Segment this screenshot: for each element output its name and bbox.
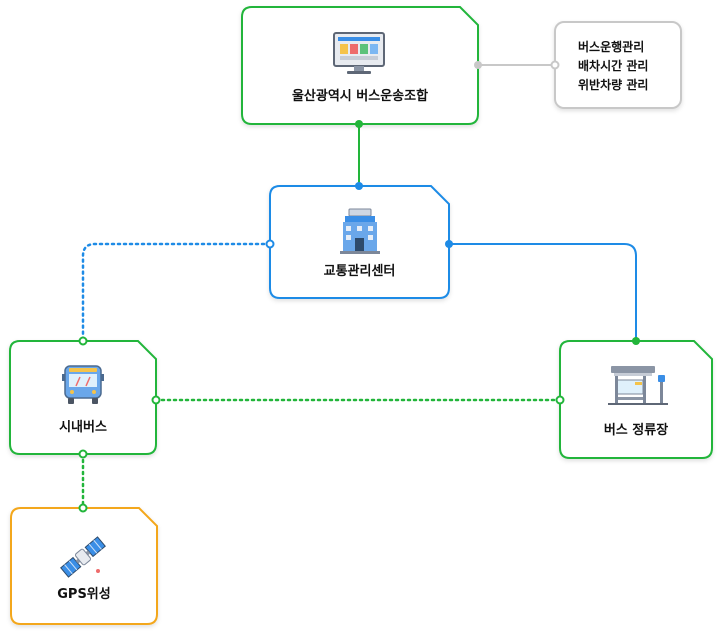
city-bus-label: 시내버스 xyxy=(59,420,107,435)
dot-city-bus-right xyxy=(151,395,161,405)
gps-label: GPS위성 xyxy=(57,587,111,602)
dot-note-left xyxy=(550,60,560,70)
note-line-1: 버스운행관리 xyxy=(578,40,645,54)
dot-center-right xyxy=(445,240,453,248)
gps-node[interactable] xyxy=(10,507,158,625)
dot-center-left xyxy=(265,239,275,249)
dot-union-right xyxy=(474,61,482,69)
monitor-icon xyxy=(333,32,385,74)
dot-city-bus-top xyxy=(78,336,88,346)
dot-union-bottom xyxy=(355,120,363,128)
satellite-icon xyxy=(60,536,106,578)
connectors xyxy=(81,64,637,510)
note-line-3: 위반차량 관리 xyxy=(578,78,649,92)
building-icon xyxy=(340,208,380,254)
dot-gps-top xyxy=(78,503,88,513)
connection-points xyxy=(78,60,640,513)
bus-stop-label: 버스 정류장 xyxy=(603,423,669,438)
dot-center-top xyxy=(355,182,363,190)
note-line-2: 배차시간 관리 xyxy=(578,59,649,73)
center-label: 교통관리센터 xyxy=(323,264,396,279)
satellite-signal-dot xyxy=(96,569,100,573)
connector-center-bus-stop xyxy=(449,243,637,341)
bus-icon xyxy=(62,365,104,404)
union-label: 울산광역시 버스운송조합 xyxy=(291,89,429,104)
connector-center-city-bus xyxy=(81,242,272,343)
dot-city-bus-bottom xyxy=(78,449,88,459)
dot-bus-stop-left xyxy=(555,395,565,405)
dot-bus-stop-top xyxy=(632,337,640,345)
bus-stop-icon xyxy=(608,366,668,405)
